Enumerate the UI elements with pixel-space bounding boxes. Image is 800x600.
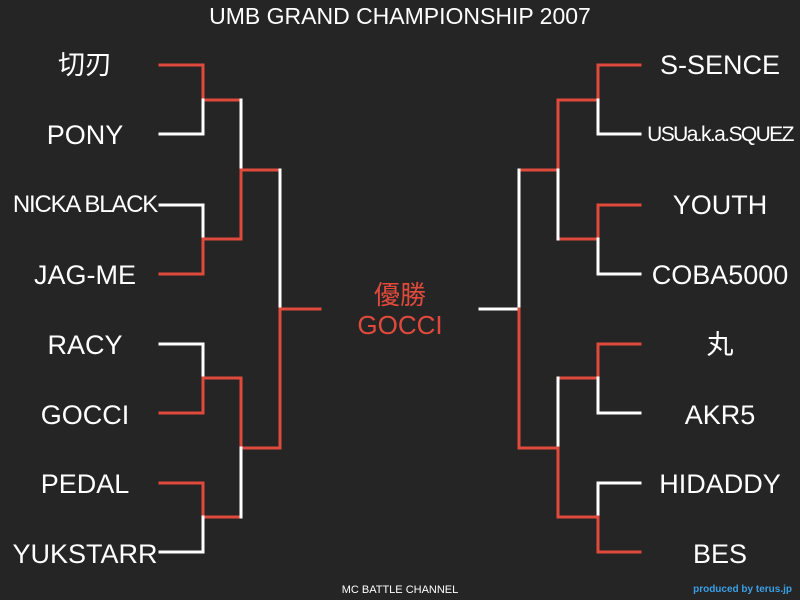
left-r1-p7-line	[158, 481, 243, 519]
right-r2-upper-win-line	[517, 98, 560, 172]
left-r2-upper-win-line	[239, 168, 282, 241]
left-player-3: NICKA BLACK	[12, 191, 158, 218]
champion-box: 優勝 GOCCI	[320, 280, 480, 340]
left-r1-p8-line	[158, 515, 205, 554]
left-r1-p2-line	[158, 98, 205, 136]
left-r1-p4-line	[158, 237, 243, 276]
right-r1-p6-line	[596, 376, 642, 415]
left-r1-p1-line	[158, 63, 243, 102]
credit-text: produced by terus.jp	[693, 584, 792, 595]
left-player-2: PONY	[46, 120, 124, 150]
right-r1-p5-line	[556, 342, 642, 380]
right-r2-lower-win-line	[517, 446, 560, 519]
right-r1-p4-line	[596, 237, 642, 276]
left-r1-p6-line	[158, 376, 243, 415]
right-r1-p3-line	[556, 203, 642, 241]
right-player-6: AKR5	[684, 400, 756, 430]
right-r1-p7-line	[596, 481, 642, 519]
left-player-1: 切刃	[58, 50, 112, 80]
left-semi-win-line	[278, 307, 322, 450]
left-player-7: PEDAL	[40, 469, 130, 499]
footer-text: MC BATTLE CHANNEL	[341, 584, 459, 596]
bracket-title: UMB GRAND CHAMPIONSHIP 2007	[209, 3, 591, 29]
right-player-5: 丸	[706, 330, 734, 360]
right-player-8: BES	[692, 539, 748, 569]
champion-name: GOCCI	[357, 310, 443, 340]
left-r1-p5-line	[158, 342, 205, 380]
left-player-4: JAG-ME	[33, 260, 136, 290]
right-r1-p1-line	[556, 63, 642, 102]
left-r2-lower-win-line	[239, 376, 282, 450]
left-r1-p3-line	[158, 203, 205, 241]
right-player-1: S-SENCE	[659, 50, 781, 80]
right-semi-top-line	[478, 168, 521, 311]
left-player-5: RACY	[47, 330, 123, 360]
left-player-8: YUKSTARR	[12, 539, 158, 569]
left-player-6: GOCCI	[40, 400, 130, 430]
champion-label: 優勝	[373, 280, 426, 310]
right-player-3: YOUTH	[672, 190, 768, 220]
right-r1-p2-line	[596, 98, 642, 136]
right-player-4: COBA5000	[651, 260, 789, 290]
right-r1-p8-line	[556, 515, 642, 554]
right-player-2: USUa.k.a.SQUEZ	[647, 123, 794, 146]
right-player-7: HIDADDY	[659, 469, 781, 499]
